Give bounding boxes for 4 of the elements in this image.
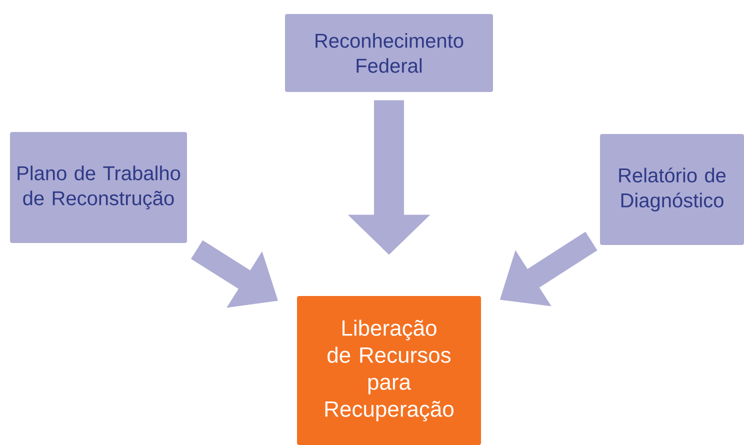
process-box: Relatório de Diagnóstico	[600, 134, 744, 245]
process-box: Plano de Trabalho de Reconstrução	[10, 132, 187, 243]
result-box: Liberação de Recursos para Recuperação	[297, 296, 481, 445]
process-box: Reconhecimento Federal	[285, 14, 493, 92]
